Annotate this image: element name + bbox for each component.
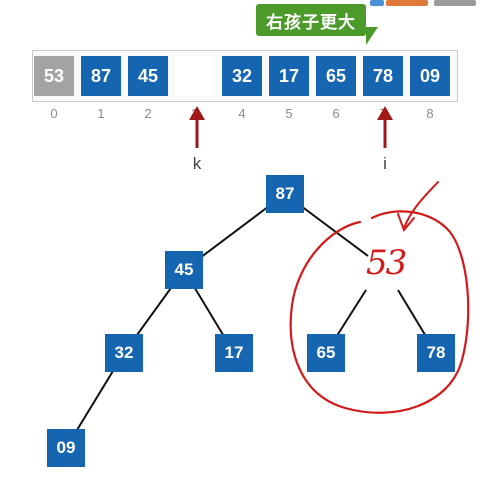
array-index-2: 2 (144, 106, 152, 121)
tree-node-87: 87 (266, 175, 304, 213)
top-bar-blue-segment (370, 0, 384, 6)
pointer-arrow-k-icon (189, 106, 205, 148)
tree-node-45: 45 (165, 251, 203, 289)
tree-node-32: 32 (105, 334, 143, 372)
handwritten-node-53: 53 (366, 243, 407, 283)
array-cell-0: 53 (34, 56, 74, 96)
array-cell-3-empty (175, 56, 215, 96)
red-pointer-annotation (403, 181, 439, 229)
pointer-arrow-i-icon (377, 106, 393, 148)
tooltip-tail (366, 27, 378, 45)
array-index-0: 0 (50, 106, 58, 121)
red-pointer-head (397, 213, 415, 232)
array-index-4: 4 (238, 106, 246, 121)
array-index-5: 5 (285, 106, 293, 121)
top-bar-gray-segment (434, 0, 476, 6)
array-index-8: 8 (426, 106, 434, 121)
array-cell-1: 87 (81, 56, 121, 96)
array-index-1: 1 (97, 106, 105, 121)
top-bar-orange-segment (386, 0, 428, 6)
array-cell-6: 65 (316, 56, 356, 96)
pointer-label-k: k (192, 154, 202, 173)
tree-node-78: 78 (417, 334, 455, 372)
tree-node-09: 09 (47, 429, 85, 467)
array-index-6: 6 (332, 106, 340, 121)
array-cell-4: 32 (222, 56, 262, 96)
pointer-label-i: i (383, 154, 387, 173)
tree-node-65: 65 (307, 334, 345, 372)
array-cell-7: 78 (363, 56, 403, 96)
array-cell-5: 17 (269, 56, 309, 96)
tree-node-17: 17 (215, 334, 253, 372)
red-circle-annotation (289, 210, 470, 414)
array-cell-2: 45 (128, 56, 168, 96)
tooltip-right-child-larger: 右孩子更大 (256, 4, 366, 36)
array-cell-8: 09 (410, 56, 450, 96)
